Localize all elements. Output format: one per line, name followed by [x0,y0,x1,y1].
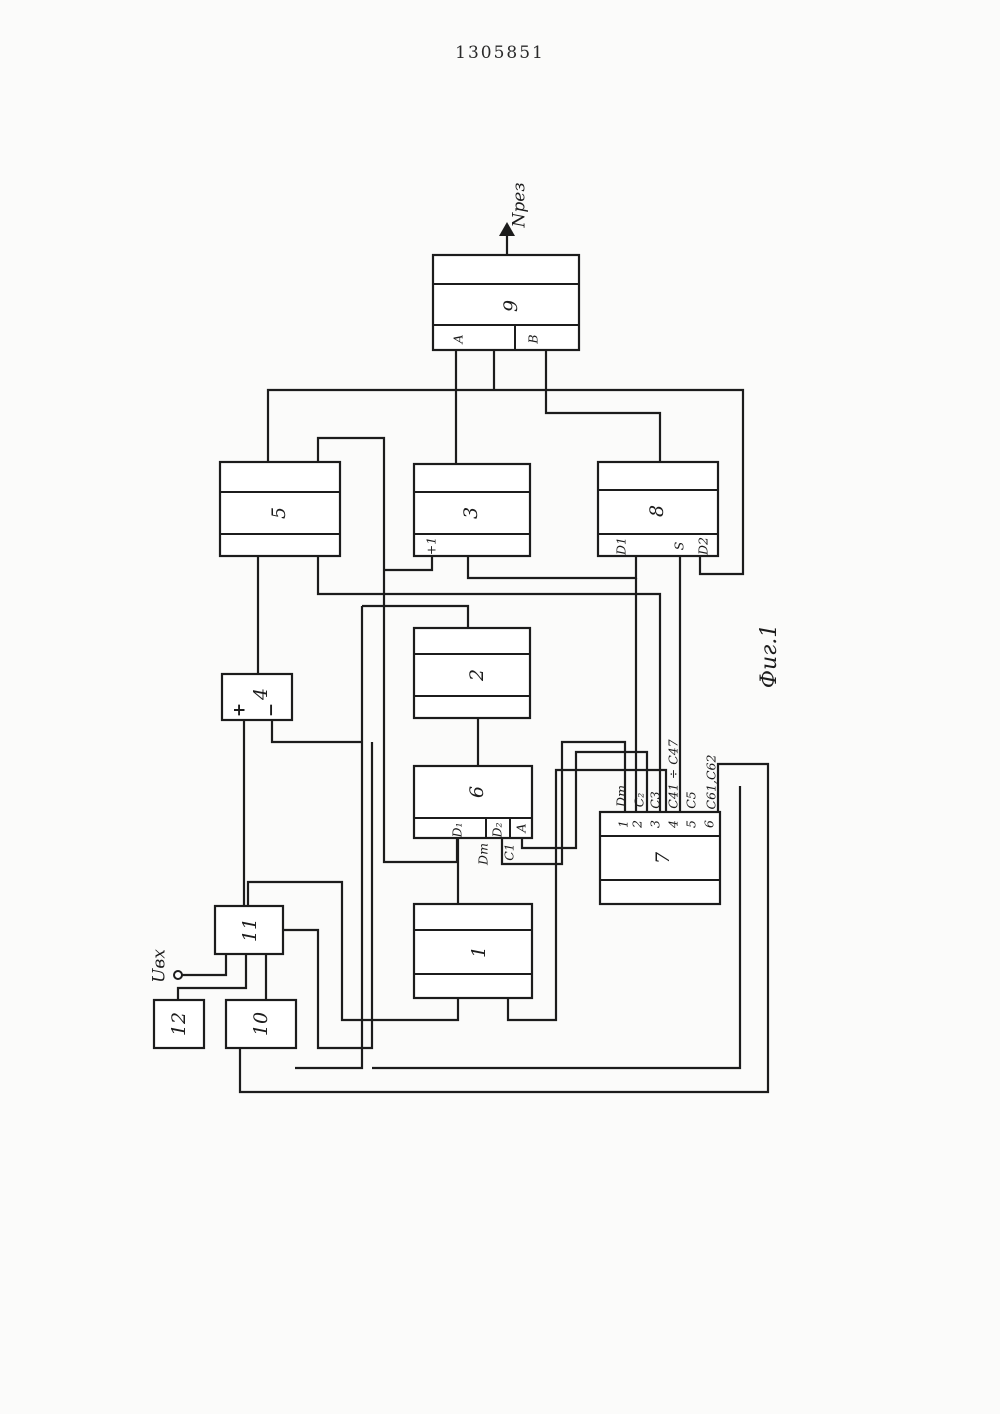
block-8-pin-d1: D1 [614,537,629,556]
block-3-pin-plus1: +1 [424,537,439,555]
block-7-pin-3: 3 [648,820,663,828]
block-6: 6 D₁ D₂ A Dm C1 [414,766,532,866]
block-3: 3 +1 [414,464,530,556]
block-11-label: 11 [239,918,261,942]
block-4-pin-minus: − [262,703,282,717]
block-1-label: 1 [468,946,490,958]
block-6-pin-d1: D₁ [450,822,465,838]
block-9-pin-a: A [451,334,466,344]
block-9-pin-b: B [526,334,541,344]
block-6-label: 6 [466,786,488,798]
block-6-pin-dm: Dm [476,843,491,866]
block-10-label: 10 [250,1012,272,1036]
block-7: 7 1 2 3 4 5 6 [600,812,720,904]
block-4-pin-plus: + [230,703,250,717]
block-11: 11 [215,906,283,954]
block-6-pin-a: A [514,823,529,833]
block-1: 1 [414,904,532,998]
block-10: 10 [226,1000,296,1048]
bus-label-c2: C₂ [632,793,647,808]
output-label: Nрез [510,182,530,228]
block-7-pin-5: 5 [684,820,699,828]
block-9-label: 9 [500,300,522,312]
bus-label-c41-c47: C41 ÷ C47 [666,739,681,808]
block-5-label: 5 [268,507,290,519]
block-4-label: 4 [250,688,272,701]
bus-label-c3: C3 [648,791,663,809]
block-3-label: 3 [460,507,482,519]
block-8-pin-s: S [672,542,687,551]
block-7-pin-2: 2 [630,820,645,829]
block-12: 12 [154,1000,204,1048]
block-6-pin-c1: C1 [502,843,517,861]
block-7-label: 7 [652,851,674,864]
block-7-pin-6: 6 [702,820,717,828]
block-8-pin-d2: D2 [696,537,711,556]
figure-caption: Фиг.1 [757,624,782,689]
block-5: 5 [220,462,340,556]
block-7-pin-4: 4 [666,820,681,829]
bus-label-c5: C5 [684,791,699,809]
block-9: 9 A B [433,255,579,350]
block-8: 8 D1 S D2 [598,462,718,556]
block-12-label: 12 [168,1012,190,1036]
block-6-pin-d2: D₂ [490,822,505,838]
bus-label-dm: Dm [614,785,629,808]
block-7-pin-1: 1 [616,820,631,828]
block-2-label: 2 [466,669,488,682]
block-2: 2 [414,628,530,718]
input-label: Uвх [150,949,170,983]
bus-label-c61-c62: C61,C62 [704,755,719,810]
block-4: 4 + − [222,674,292,720]
block-8-label: 8 [646,505,668,517]
